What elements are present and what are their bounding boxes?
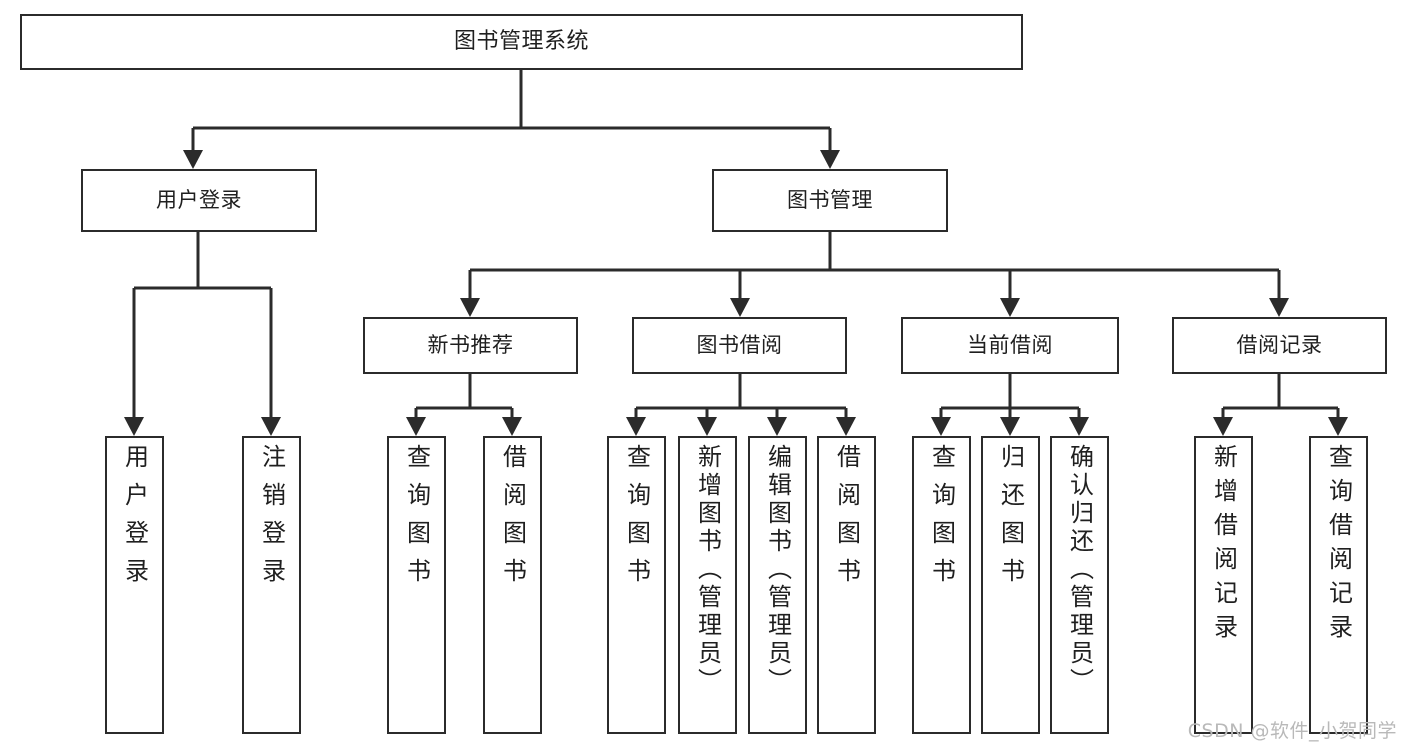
node-label: 借阅图书 [498,444,527,596]
node-label: 图书管理 [787,188,873,213]
node-book-borrow[interactable]: 图书借阅 [632,317,847,374]
node-label: 注销登录 [257,444,286,596]
leaf-query-book-borrow[interactable]: 查询图书 [607,436,666,734]
node-label: 查询借阅记录 [1324,444,1353,648]
leaf-add-borrow-record[interactable]: 新增借阅记录 [1194,436,1253,734]
node-borrow-record[interactable]: 借阅记录 [1172,317,1387,374]
node-user-login[interactable]: 用户登录 [81,169,317,232]
leaf-user-login[interactable]: 用户登录 [105,436,164,734]
node-label: 归还图书 [996,444,1025,596]
node-new-book-recommend[interactable]: 新书推荐 [363,317,578,374]
leaf-query-book-current[interactable]: 查询图书 [912,436,971,734]
leaf-confirm-return-admin[interactable]: 确认归还（管理员） [1050,436,1109,734]
watermark-text: CSDN @软件_小贺同学 [1187,720,1397,742]
node-label: 用户登录 [120,444,149,596]
leaf-edit-book-admin[interactable]: 编辑图书（管理员） [748,436,807,734]
leaf-return-book[interactable]: 归还图书 [981,436,1040,734]
node-label: 查询图书 [402,444,431,596]
node-label: 用户登录 [156,188,242,213]
node-label: 查询图书 [622,444,651,596]
leaf-query-book-recommend[interactable]: 查询图书 [387,436,446,734]
node-label: 新书推荐 [427,333,514,358]
leaf-borrow-book-recommend[interactable]: 借阅图书 [483,436,542,734]
node-label: 查询图书 [927,444,956,596]
leaf-add-book-admin[interactable]: 新增图书（管理员） [678,436,737,734]
node-label: 编辑图书（管理员） [763,444,792,696]
node-label: 确认归还（管理员） [1065,444,1094,696]
leaf-borrow-book[interactable]: 借阅图书 [817,436,876,734]
node-label: 新增图书（管理员） [693,444,722,696]
node-root-system[interactable]: 图书管理系统 [20,14,1023,70]
node-label: 图书借阅 [696,333,783,358]
leaf-logout[interactable]: 注销登录 [242,436,301,734]
node-label: 新增借阅记录 [1209,444,1238,648]
node-label: 借阅图书 [832,444,861,596]
node-label: 当前借阅 [967,333,1053,358]
node-book-manage[interactable]: 图书管理 [712,169,948,232]
node-current-borrow[interactable]: 当前借阅 [901,317,1119,374]
leaf-query-borrow-record[interactable]: 查询借阅记录 [1309,436,1368,734]
node-label: 借阅记录 [1236,333,1323,358]
node-label: 图书管理系统 [453,29,589,55]
